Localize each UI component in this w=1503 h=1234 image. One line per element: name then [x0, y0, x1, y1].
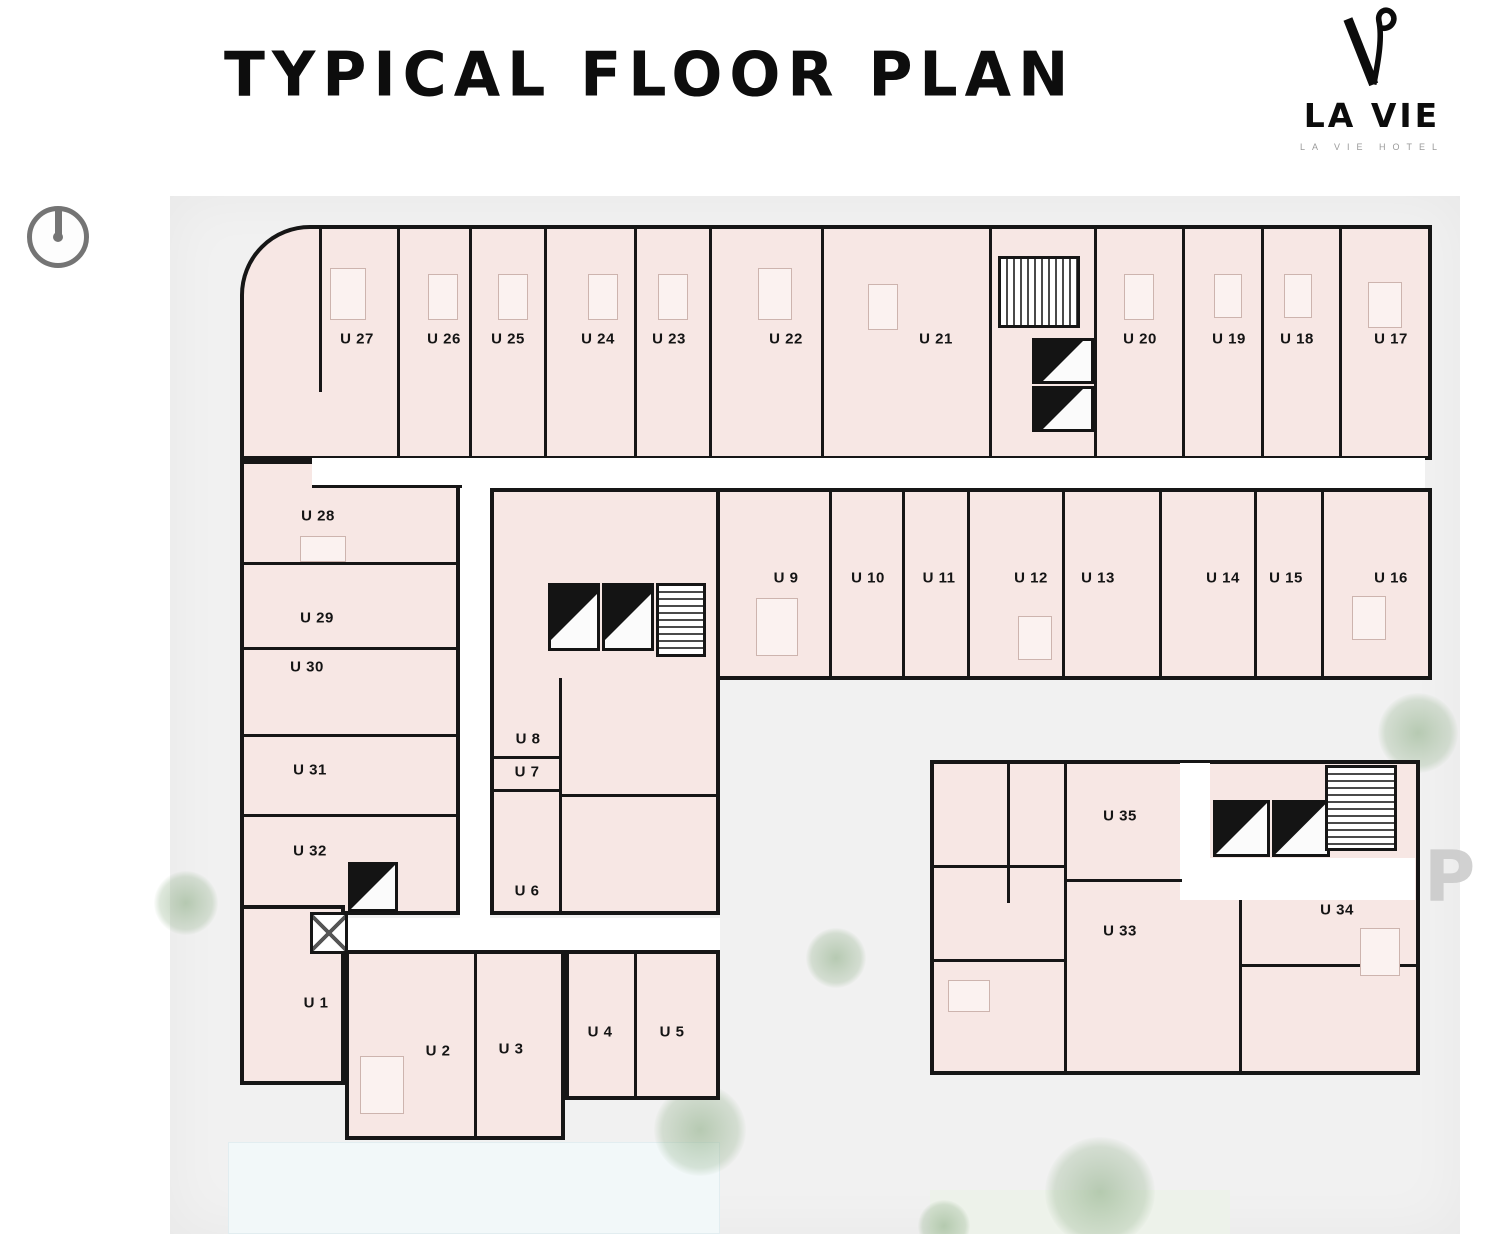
interior-wall	[543, 228, 547, 458]
elevator-core	[1032, 338, 1094, 384]
staircase	[998, 256, 1080, 328]
interior-wall	[1065, 878, 1182, 882]
interior-wall	[633, 953, 637, 1098]
interior-wall	[240, 646, 460, 650]
north-indicator	[27, 206, 89, 268]
furniture	[588, 274, 618, 320]
brand-tagline: LA VIE HOTEL	[1299, 142, 1445, 152]
north-needle	[54, 210, 62, 238]
watermark-letter: P	[1424, 836, 1476, 918]
building-mass	[565, 950, 720, 1100]
interior-wall	[633, 228, 637, 458]
brand-name: LA VIE	[1303, 96, 1441, 135]
interior-wall	[1240, 963, 1418, 967]
interior-wall	[1338, 228, 1342, 458]
furniture	[1368, 282, 1402, 328]
interior-wall	[988, 228, 992, 458]
furniture	[428, 274, 458, 320]
interior-wall	[1253, 491, 1257, 678]
furniture	[1360, 928, 1400, 976]
elevator-core	[1272, 800, 1330, 857]
interior-wall	[1093, 228, 1097, 458]
interior-wall	[318, 228, 322, 392]
interior-wall	[930, 958, 1067, 962]
elevator-core	[1032, 386, 1094, 432]
furniture	[868, 284, 898, 330]
interior-wall	[396, 228, 400, 458]
furniture	[1018, 616, 1052, 660]
furniture	[360, 1056, 404, 1114]
interior-wall	[312, 484, 462, 488]
furniture	[498, 274, 528, 320]
elevator-core	[1213, 800, 1270, 857]
interior-wall	[1320, 491, 1324, 678]
interior-wall	[490, 788, 562, 792]
tree	[154, 871, 218, 935]
interior-wall	[1181, 228, 1185, 458]
corridor	[460, 488, 490, 950]
interior-wall	[820, 228, 824, 458]
interior-wall	[1260, 228, 1264, 458]
furniture	[1124, 274, 1154, 320]
interior-wall	[901, 491, 905, 678]
interior-wall	[240, 733, 460, 737]
interior-wall	[708, 228, 712, 458]
furniture	[758, 268, 792, 320]
furniture	[756, 598, 798, 656]
building-mass	[240, 225, 1432, 460]
pool-area	[228, 1142, 720, 1234]
staircase	[1325, 765, 1397, 851]
building-mass	[240, 460, 460, 915]
interior-wall	[966, 491, 970, 678]
interior-wall	[1061, 491, 1065, 678]
furniture	[948, 980, 990, 1012]
furniture	[658, 274, 688, 320]
interior-wall	[473, 953, 477, 1138]
elevator-core	[348, 862, 398, 912]
building-mass	[490, 488, 720, 915]
interior-wall	[930, 864, 1067, 868]
furniture	[300, 536, 346, 562]
staircase	[656, 583, 706, 657]
brand-logo-icon	[1343, 7, 1397, 87]
interior-wall	[240, 813, 460, 817]
furniture	[1214, 274, 1242, 318]
furniture	[1284, 274, 1312, 318]
interior-wall	[490, 755, 562, 759]
staircase	[310, 912, 348, 954]
corridor	[345, 918, 720, 950]
interior-wall	[1158, 491, 1162, 678]
furniture	[330, 268, 366, 320]
corridor	[1180, 858, 1415, 900]
interior-wall	[1238, 900, 1242, 1073]
tree	[1378, 693, 1458, 773]
tree	[806, 928, 866, 988]
tree	[1045, 1137, 1155, 1234]
page-title: TYPICAL FLOOR PLAN	[224, 39, 1076, 111]
interior-wall	[828, 491, 832, 678]
building-mass	[710, 488, 1432, 680]
interior-wall	[468, 228, 472, 458]
interior-wall	[1063, 763, 1067, 1073]
tree	[918, 1200, 970, 1234]
corridor	[312, 458, 1425, 488]
elevator-core	[548, 583, 600, 651]
interior-wall	[240, 561, 460, 565]
furniture	[1352, 596, 1386, 640]
elevator-core	[602, 583, 654, 651]
interior-wall	[560, 793, 720, 797]
brand-logo: LA VIE LA VIE HOTEL	[1292, 6, 1452, 152]
north-hub	[53, 232, 63, 242]
interior-wall	[1006, 763, 1010, 903]
